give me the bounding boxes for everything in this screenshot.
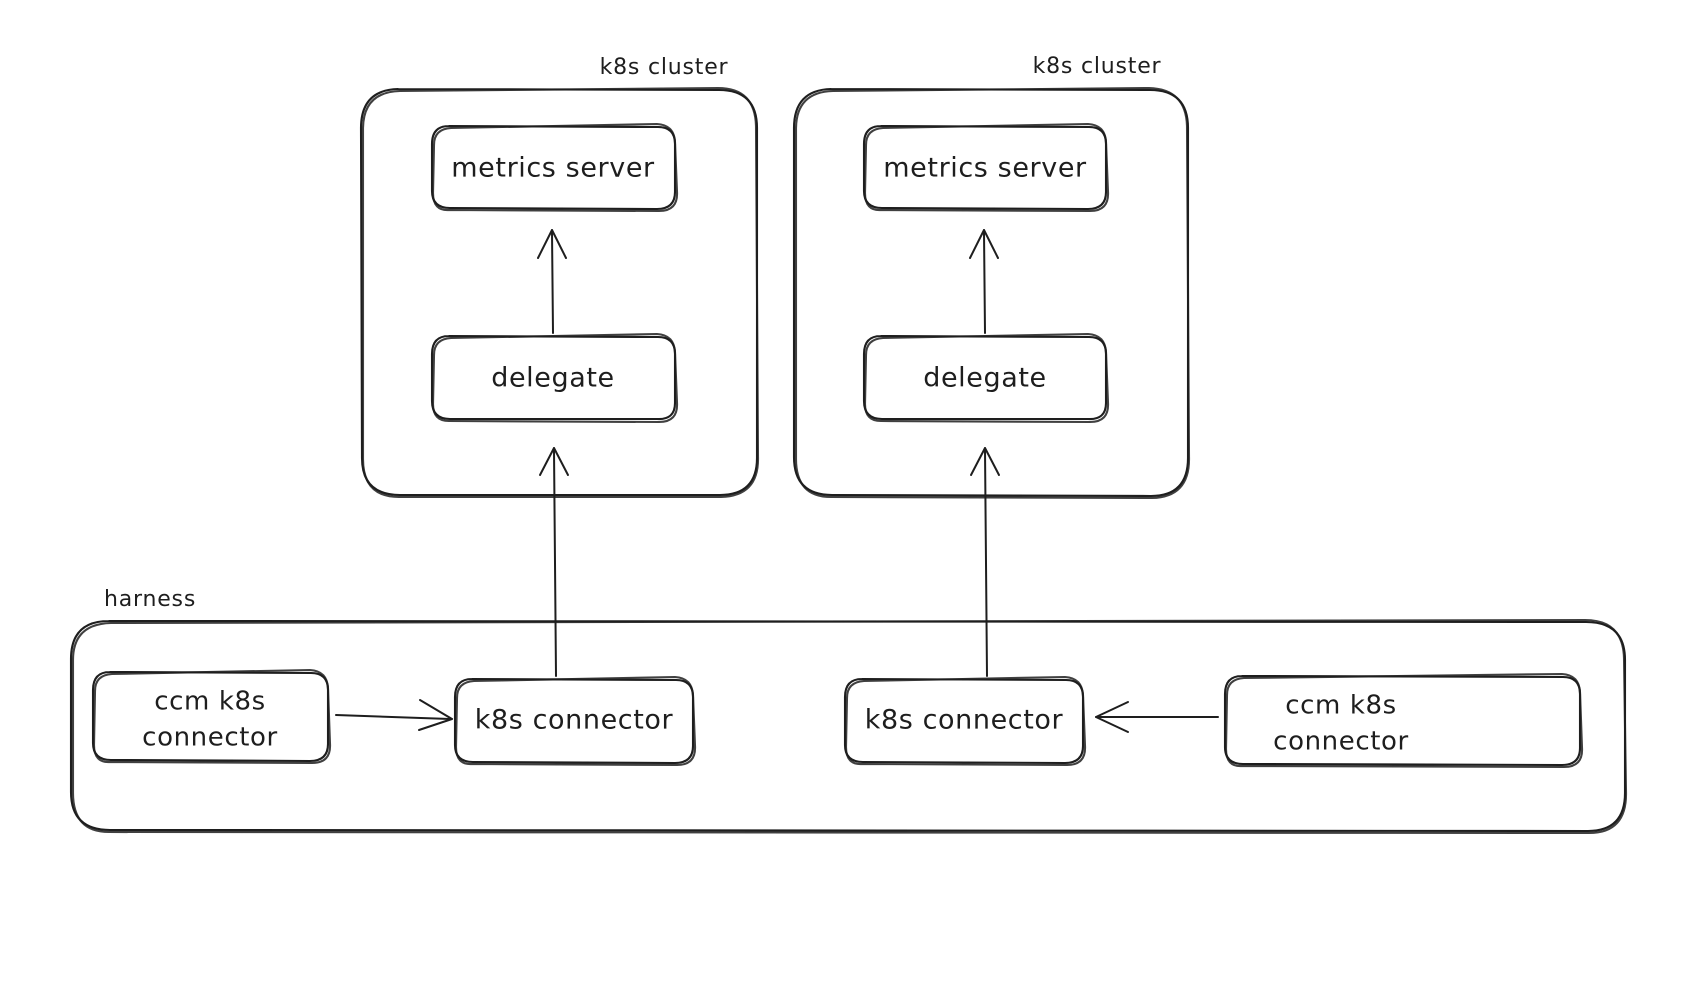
metrics-server-right-label: metrics server [883, 153, 1087, 184]
group-k8s-cluster-right [792, 86, 1191, 500]
delegate-right-label: delegate [923, 363, 1047, 394]
delegate-left-label: delegate [491, 363, 615, 394]
node-k8s-connector-left[interactable]: k8s connector [453, 675, 697, 767]
node-k8s-connector-right[interactable]: k8s connector [843, 675, 1087, 767]
group-label-harness: harness [104, 587, 196, 612]
k8s-connector-left-label: k8s connector [475, 705, 674, 736]
k8s-connector-right-label: k8s connector [865, 705, 1064, 736]
ccm-connector-left-label-line1: ccm k8s [154, 687, 266, 717]
node-delegate-right[interactable]: delegate [862, 332, 1110, 424]
node-metrics-server-left[interactable]: metrics server [430, 122, 679, 213]
edge-connector-to-delegate-right [970, 447, 1000, 677]
node-ccm-connector-left[interactable]: ccm k8s connector [91, 668, 332, 765]
ccm-connector-right-label-line1: ccm k8s [1285, 691, 1397, 721]
group-k8s-cluster-left [359, 86, 760, 499]
edge-delegate-to-metrics-right [969, 229, 999, 334]
edge-ccm-to-connector-left [335, 699, 453, 731]
node-metrics-server-right[interactable]: metrics server [862, 122, 1110, 213]
group-label-k8s-cluster-left: k8s cluster [600, 55, 729, 80]
metrics-server-left-label: metrics server [451, 153, 655, 184]
edge-ccm-to-connector-right [1095, 701, 1219, 733]
edge-delegate-to-metrics-left [537, 229, 567, 334]
node-delegate-left[interactable]: delegate [430, 332, 679, 424]
group-label-k8s-cluster-right: k8s cluster [1033, 54, 1162, 79]
ccm-connector-left-label-line2: connector [142, 723, 278, 753]
ccm-connector-right-label-line2: connector [1273, 727, 1409, 757]
edge-connector-to-delegate-left [539, 447, 569, 677]
group-harness [69, 618, 1628, 835]
node-ccm-connector-right[interactable]: ccm k8s connector [1223, 672, 1584, 769]
